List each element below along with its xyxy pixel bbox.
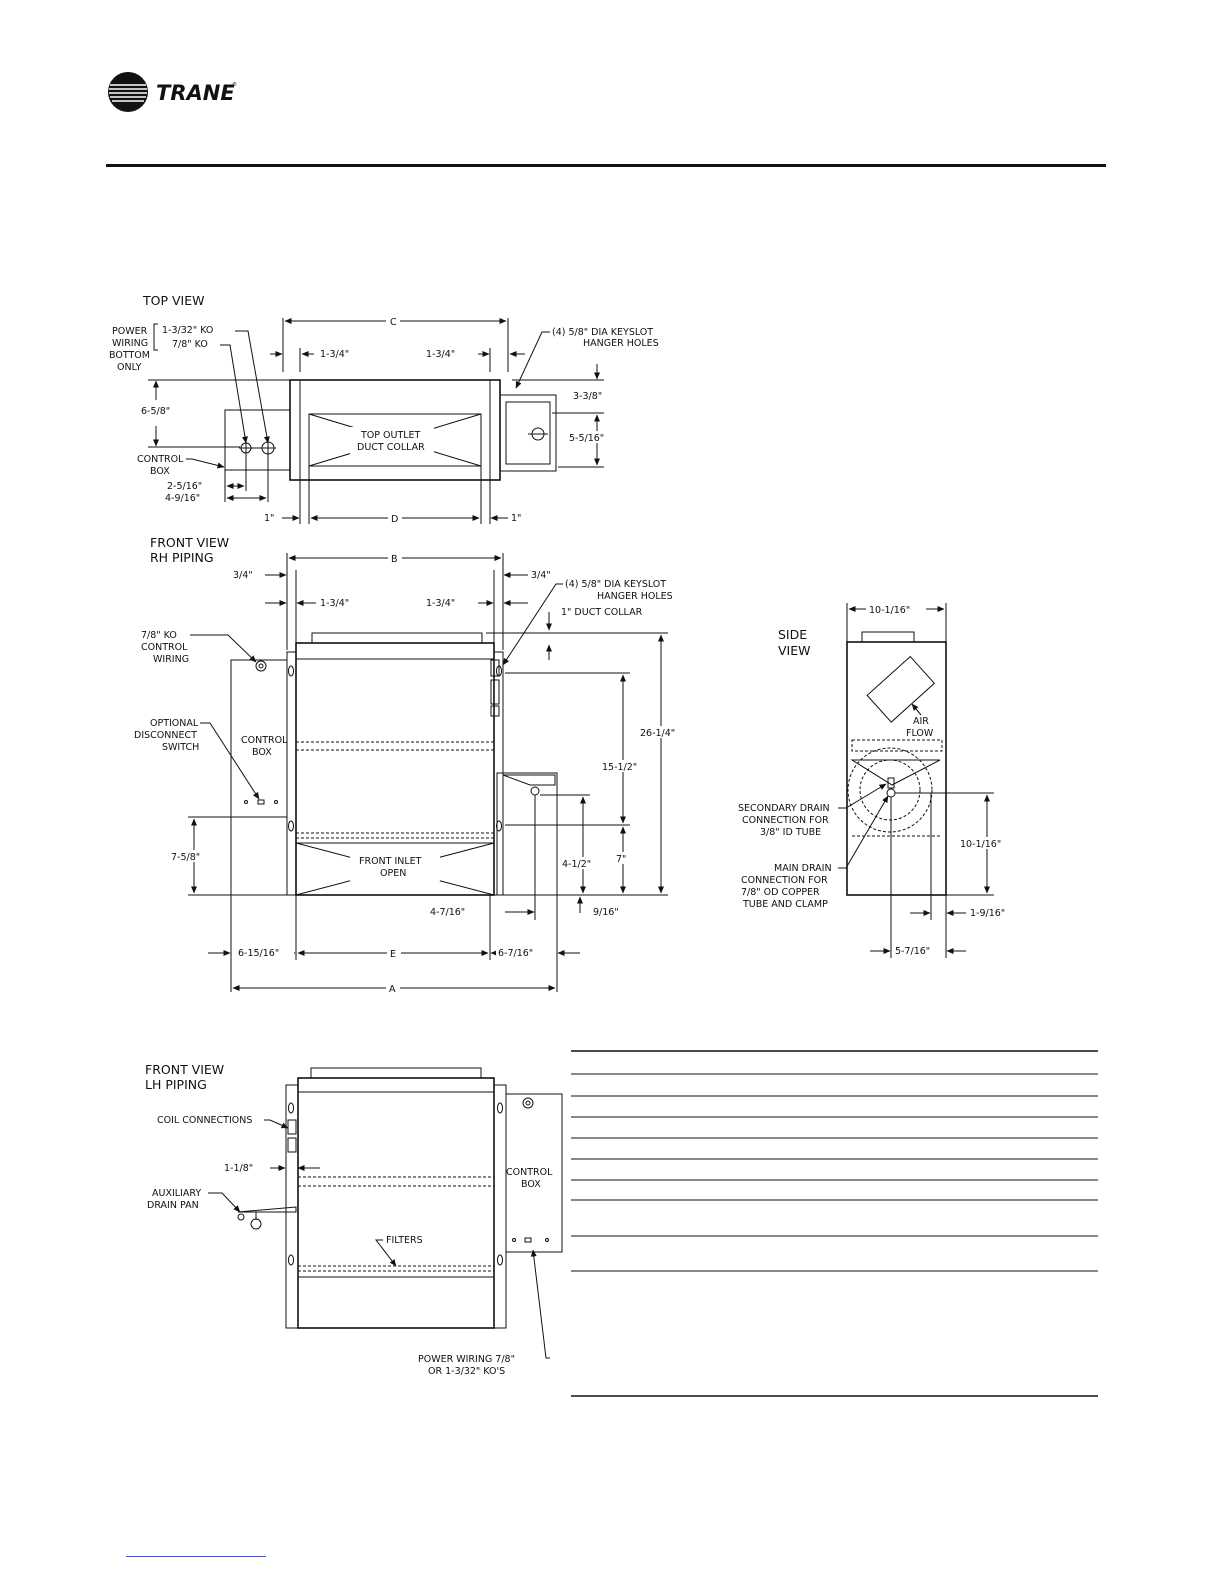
dim-depth: 6-5/8" bbox=[141, 406, 170, 417]
dim-6-15-16: 6-15/16" bbox=[238, 948, 279, 959]
rh-dim-1-3-4-left: 1-3/4" bbox=[320, 598, 349, 609]
side-dim-width: 10-1/16" bbox=[869, 605, 910, 616]
brand-name: TRANE bbox=[156, 81, 235, 105]
dim-15-1-2: 15-1/2" bbox=[602, 762, 637, 773]
keyslot-note-1: (4) 5/8" DIA KEYSLOT bbox=[552, 327, 653, 338]
inlet-label-1: FRONT INLET bbox=[359, 856, 422, 867]
rh-keyslot-2: HANGER HOLES bbox=[597, 591, 673, 602]
lh-power-wiring-1: POWER WIRING 7/8" bbox=[418, 1354, 515, 1365]
keyslot-note-2: HANGER HOLES bbox=[583, 338, 659, 349]
dim-3-4-right: 3/4" bbox=[531, 570, 551, 581]
disconnect-2: DISCONNECT bbox=[134, 730, 197, 741]
rh-control-box-2: BOX bbox=[252, 747, 272, 758]
front-view-rh: FRONT VIEW RH PIPING B 3/4" 3/4" 1-3/4" … bbox=[134, 535, 688, 995]
tv-control-box-1: CONTROL bbox=[137, 454, 184, 465]
power-wiring-label-3: BOTTOM bbox=[109, 350, 150, 361]
dim-1-right: 1" bbox=[511, 513, 521, 524]
main-drain-1: MAIN DRAIN bbox=[774, 863, 832, 874]
dim-7: 7" bbox=[616, 854, 626, 865]
disconnect-3: SWITCH bbox=[162, 742, 199, 753]
footer-link-underline bbox=[126, 1556, 266, 1557]
dim-1-left: 1" bbox=[264, 513, 274, 524]
disconnect-1: OPTIONAL bbox=[150, 718, 199, 729]
air-flow-2: FLOW bbox=[906, 728, 934, 739]
main-drain-2: CONNECTION FOR bbox=[741, 875, 828, 886]
ko-large-label: 1-3/32" KO bbox=[162, 325, 213, 336]
rh-title-2: RH PIPING bbox=[150, 550, 214, 565]
side-dim-height: 10-1/16" bbox=[960, 839, 1001, 850]
dim-9-16: 9/16" bbox=[593, 907, 619, 918]
air-flow-1: AIR bbox=[913, 716, 929, 727]
lh-control-box-2: BOX bbox=[521, 1179, 541, 1190]
outlet-label-1: TOP OUTLET bbox=[360, 430, 421, 441]
inlet-label-2: OPEN bbox=[380, 868, 406, 879]
top-view-title: TOP VIEW bbox=[142, 293, 204, 308]
secondary-drain-1: SECONDARY DRAIN bbox=[738, 803, 830, 814]
side-title-1: SIDE bbox=[778, 627, 807, 642]
lh-dim-1-1-8: 1-1/8" bbox=[224, 1163, 253, 1174]
front-view-lh: FRONT VIEW LH PIPING COIL CONNECTIONS 1-… bbox=[145, 1062, 563, 1377]
dim-right-offset: 1-3/4" bbox=[426, 349, 455, 360]
empty-table bbox=[571, 1050, 1098, 1397]
rh-dim-1-3-4-right: 1-3/4" bbox=[426, 598, 455, 609]
lh-power-wiring-2: OR 1-3/32" KO'S bbox=[428, 1366, 505, 1377]
rh-control-box-1: CONTROL bbox=[241, 735, 288, 746]
dim-left-offset: 1-3/4" bbox=[320, 349, 349, 360]
side-dim-1-9-16: 1-9/16" bbox=[970, 908, 1005, 919]
secondary-drain-3: 3/8" ID TUBE bbox=[760, 827, 821, 838]
coil-connections: COIL CONNECTIONS bbox=[157, 1115, 252, 1126]
aux-drain-1: AUXILIARY bbox=[152, 1188, 201, 1199]
dim-4-7-16: 4-7/16" bbox=[430, 907, 465, 918]
main-drain-3: 7/8" OD COPPER bbox=[741, 887, 820, 898]
side-dim-5-7-16: 5-7/16" bbox=[895, 946, 930, 957]
rh-title-1: FRONT VIEW bbox=[150, 535, 229, 550]
dim-5-5-16: 5-5/16" bbox=[569, 433, 604, 444]
dim-3-3-8: 3-3/8" bbox=[573, 391, 602, 402]
dim-4-9-16: 4-9/16" bbox=[165, 493, 200, 504]
svg-text:®: ® bbox=[232, 81, 237, 88]
top-view: TOP VIEW POWER WIRING BOTTOM ONLY 1-3/32… bbox=[109, 293, 659, 525]
dim-26-1-4: 26-1/4" bbox=[640, 728, 675, 739]
ko-control-2: CONTROL bbox=[141, 642, 188, 653]
lh-title-2: LH PIPING bbox=[145, 1077, 207, 1092]
secondary-drain-2: CONNECTION FOR bbox=[742, 815, 829, 826]
power-wiring-label-1: POWER bbox=[112, 326, 148, 337]
dim-6-7-16: 6-7/16" bbox=[498, 948, 533, 959]
lh-title-1: FRONT VIEW bbox=[145, 1062, 224, 1077]
ko-small-label: 7/8" KO bbox=[172, 339, 208, 350]
lh-control-box-1: CONTROL bbox=[506, 1167, 553, 1178]
tv-control-box-2: BOX bbox=[150, 466, 170, 477]
dim-d: D bbox=[391, 514, 398, 525]
dim-b: B bbox=[391, 554, 398, 565]
dim-c: C bbox=[390, 317, 397, 328]
power-wiring-label-2: WIRING bbox=[112, 338, 148, 349]
side-title-2: VIEW bbox=[778, 643, 811, 658]
aux-drain-2: DRAIN PAN bbox=[147, 1200, 199, 1211]
dim-a: A bbox=[389, 984, 396, 995]
ko-control-1: 7/8" KO bbox=[141, 630, 177, 641]
duct-collar-label: 1" DUCT COLLAR bbox=[561, 607, 643, 618]
rh-keyslot-1: (4) 5/8" DIA KEYSLOT bbox=[565, 579, 666, 590]
side-view: SIDE VIEW 10-1/16" AIR FLOW SECONDARY DR… bbox=[738, 603, 1016, 958]
main-drain-4: TUBE AND CLAMP bbox=[742, 899, 828, 910]
dim-e: E bbox=[390, 949, 396, 960]
filters-label: FILTERS bbox=[386, 1235, 423, 1246]
ko-control-3: WIRING bbox=[153, 654, 189, 665]
outlet-label-2: DUCT COLLAR bbox=[357, 442, 425, 453]
dim-2-5-16: 2-5/16" bbox=[167, 481, 202, 492]
dim-4-1-2: 4-1/2" bbox=[562, 859, 591, 870]
power-wiring-label-4: ONLY bbox=[117, 362, 142, 373]
dim-3-4-left: 3/4" bbox=[233, 570, 253, 581]
dim-7-5-8: 7-5/8" bbox=[171, 852, 200, 863]
trane-logo: TRANE ® bbox=[106, 70, 246, 114]
header-rule bbox=[106, 164, 1106, 167]
